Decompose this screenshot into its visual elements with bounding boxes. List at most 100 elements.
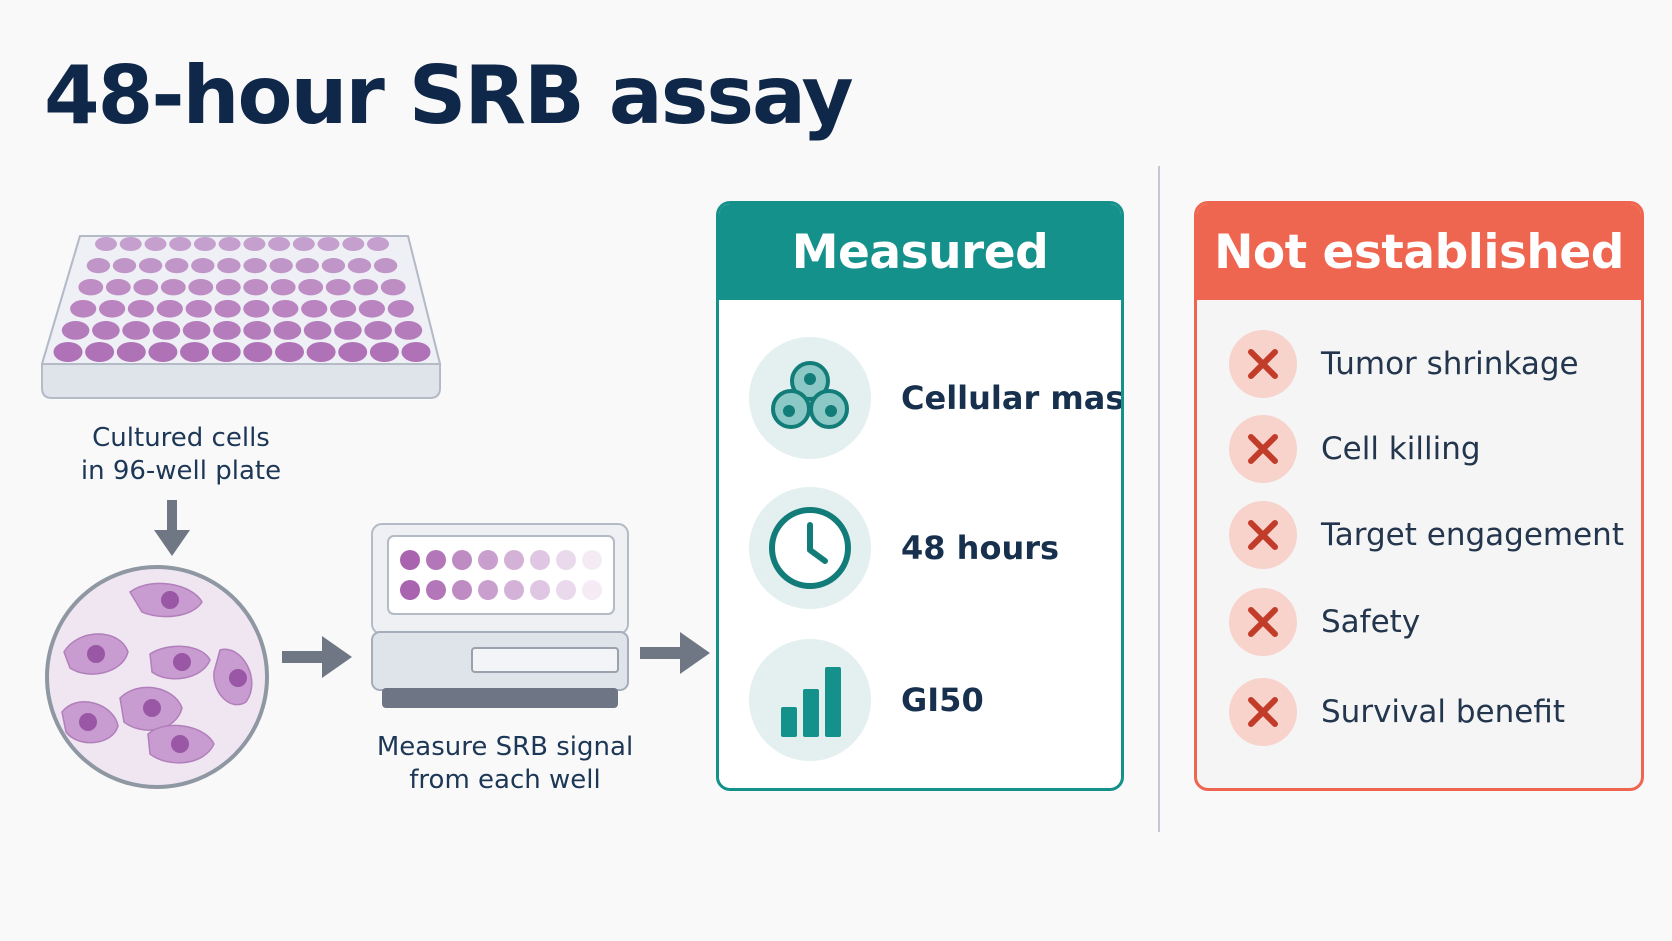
plate-well xyxy=(334,321,362,340)
plate-well xyxy=(273,321,302,340)
plate-well xyxy=(214,300,241,318)
reader-well xyxy=(530,550,550,570)
plate-well xyxy=(338,342,368,362)
plate-well xyxy=(303,321,332,340)
plate-well xyxy=(211,342,241,362)
plate-well xyxy=(95,237,117,251)
plate-well xyxy=(61,321,90,340)
plate-well xyxy=(217,258,241,274)
plate-well xyxy=(272,300,299,318)
plate-well xyxy=(380,279,406,296)
reader-well xyxy=(426,580,446,600)
plate-well xyxy=(127,300,154,318)
reader-well xyxy=(556,580,576,600)
reader-well xyxy=(478,550,498,570)
not-established-item-tumor-shrinkage: Tumor shrinkage xyxy=(1229,330,1579,398)
plate-well xyxy=(133,279,159,296)
plate-well xyxy=(218,237,241,251)
plate-well xyxy=(213,321,241,340)
arrow-right-icon xyxy=(640,632,710,674)
plate-well xyxy=(70,300,97,318)
plate-well xyxy=(119,237,142,251)
plate-well xyxy=(298,279,324,296)
plate-well xyxy=(148,342,178,362)
measured-item-gi50: GI50 xyxy=(749,639,984,761)
plate-well xyxy=(92,321,120,340)
plate-well xyxy=(367,237,389,251)
not-established-item-label: Cell killing xyxy=(1321,431,1481,467)
plate-well xyxy=(188,279,214,296)
section-divider xyxy=(1158,166,1160,832)
plate-well xyxy=(53,342,83,362)
page-title: 48-hour SRB assay xyxy=(44,49,854,142)
plate-well xyxy=(85,342,115,362)
plate-well xyxy=(243,321,271,340)
plate-well xyxy=(269,258,293,274)
plate-caption: Cultured cells in 96-well plate xyxy=(80,423,282,486)
x-icon xyxy=(1229,588,1297,656)
plate-well xyxy=(342,237,365,251)
plate-well xyxy=(270,279,296,296)
plate-well xyxy=(185,300,212,318)
plate-well xyxy=(152,321,181,340)
x-icon xyxy=(1229,678,1297,746)
plate-well xyxy=(301,300,328,318)
plate-well xyxy=(243,342,273,362)
x-icon xyxy=(1229,501,1297,569)
measured-heading: Measured xyxy=(719,204,1121,300)
plate-well xyxy=(160,279,186,296)
plate-well xyxy=(243,237,266,251)
plate-well xyxy=(369,342,399,362)
plate-well xyxy=(182,321,211,340)
plate-well xyxy=(191,258,215,274)
plate-well xyxy=(306,342,336,362)
plate-well xyxy=(325,279,351,296)
bar-chart-icon xyxy=(749,639,871,761)
plate-well xyxy=(243,300,270,318)
reader-well xyxy=(426,550,446,570)
plate-well xyxy=(394,321,423,340)
plate-well xyxy=(243,279,269,296)
well-plate-icon xyxy=(40,235,442,399)
reader-well xyxy=(452,580,472,600)
plate-well xyxy=(165,258,189,274)
not-established-item-label: Target engagement xyxy=(1321,517,1624,553)
plate-well xyxy=(99,300,126,318)
plate-well xyxy=(193,237,216,251)
plate-well xyxy=(295,258,319,274)
plate-well xyxy=(243,258,267,274)
plate-well xyxy=(215,279,241,296)
reader-well xyxy=(478,580,498,600)
plate-well xyxy=(268,237,291,251)
clock-icon xyxy=(749,487,871,609)
reader-well xyxy=(582,580,602,600)
plate-well xyxy=(317,237,340,251)
plate-well xyxy=(180,342,209,362)
plate-well xyxy=(347,258,372,274)
plate-well xyxy=(122,321,150,340)
reader-well xyxy=(582,550,602,570)
measured-item-label: 48 hours xyxy=(901,529,1060,567)
plate-well xyxy=(144,237,167,251)
plate-well xyxy=(138,258,163,274)
plate-well xyxy=(292,237,315,251)
plate-well xyxy=(373,258,398,274)
reader-caption: Measure SRB signal from each well xyxy=(376,732,634,795)
plate-well xyxy=(78,279,104,296)
plate-well xyxy=(401,342,431,362)
arrow-down-icon xyxy=(154,500,190,556)
plate-well xyxy=(364,321,392,340)
not-established-item-label: Tumor shrinkage xyxy=(1321,346,1579,382)
reader-well xyxy=(452,550,472,570)
not-established-item-survival-benefit: Survival benefit xyxy=(1229,678,1565,746)
arrow-right-icon xyxy=(282,636,352,678)
plate-well xyxy=(156,300,183,318)
not-established-item-label: Survival benefit xyxy=(1321,694,1565,730)
cell-culture-dish-icon xyxy=(45,565,269,789)
measured-item-cellular-mass: Cellular mass xyxy=(749,337,1121,459)
x-icon xyxy=(1229,330,1297,398)
plate-well xyxy=(353,279,379,296)
measured-card: Measured Cellular mass xyxy=(716,201,1124,791)
reader-well xyxy=(400,580,420,600)
reader-well xyxy=(556,550,576,570)
